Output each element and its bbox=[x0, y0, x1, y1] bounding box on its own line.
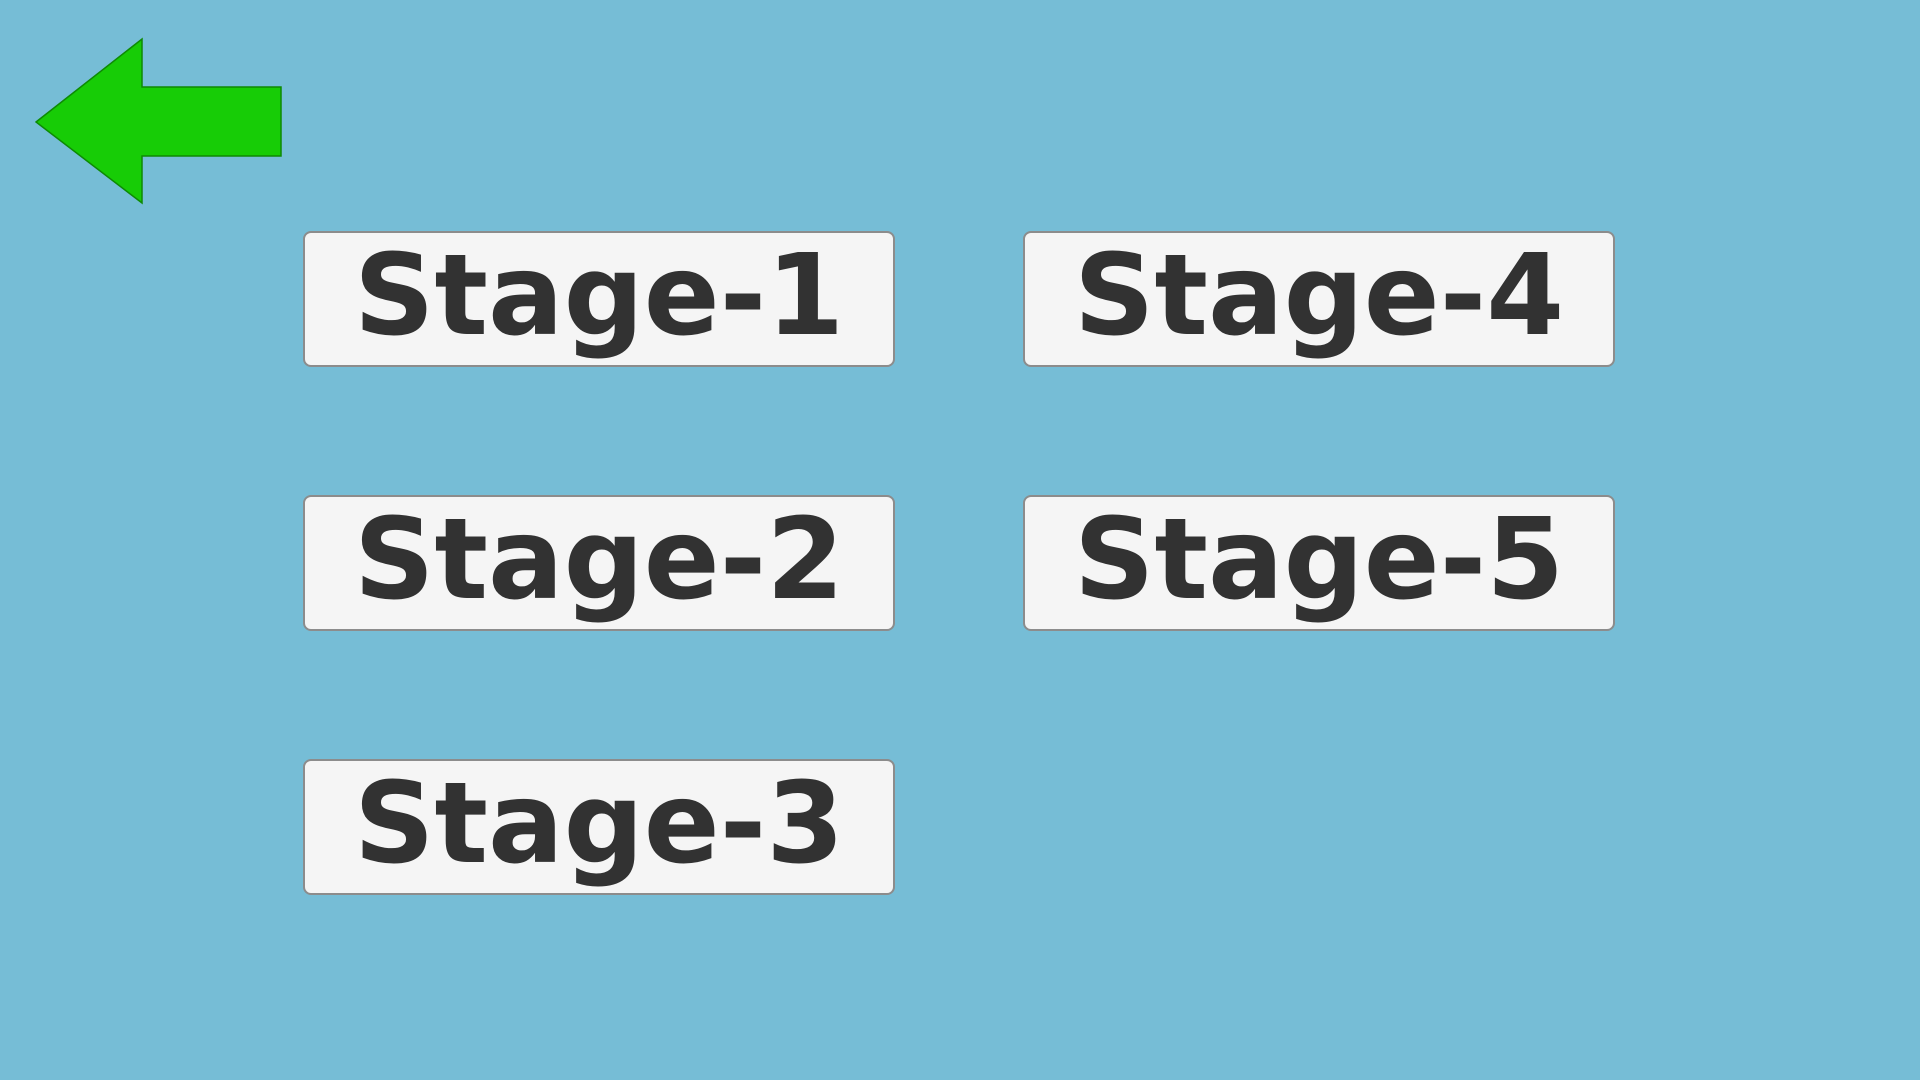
stage-2-label: Stage-2 bbox=[353, 495, 845, 625]
stage-3-label: Stage-3 bbox=[353, 759, 845, 889]
stage-4-button[interactable]: Stage-4 bbox=[1023, 231, 1615, 367]
stage-5-button[interactable]: Stage-5 bbox=[1023, 495, 1615, 631]
stage-4-label: Stage-4 bbox=[1073, 231, 1565, 361]
stage-3-button[interactable]: Stage-3 bbox=[303, 759, 895, 895]
back-arrow-icon bbox=[35, 37, 282, 205]
stage-1-label: Stage-1 bbox=[353, 231, 845, 361]
stage-2-button[interactable]: Stage-2 bbox=[303, 495, 895, 631]
stage-1-button[interactable]: Stage-1 bbox=[303, 231, 895, 367]
back-button[interactable] bbox=[35, 37, 283, 205]
stage-5-label: Stage-5 bbox=[1073, 495, 1565, 625]
